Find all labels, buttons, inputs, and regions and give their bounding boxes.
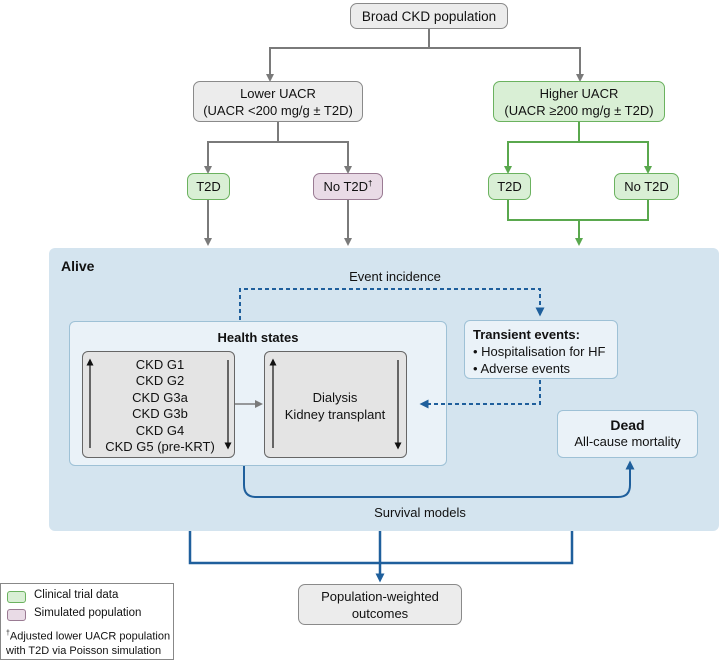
dagger-mark: † [368, 178, 373, 188]
lower-no-t2d-label: No T2D [323, 179, 369, 194]
alive-title: Alive [61, 258, 95, 274]
krt-box [264, 351, 407, 458]
higher-uacr-line2: (UACR ≥200 mg/g ± T2D) [504, 102, 654, 118]
lower-no-t2d-box: No T2D† [313, 173, 383, 200]
higher-uacr-line1: Higher UACR [539, 85, 619, 101]
broad-ckd-population-box: Broad CKD population [350, 3, 508, 29]
legend: Clinical trial data Simulated population… [0, 583, 174, 660]
ckd-stages-box [82, 351, 235, 458]
dead-box: Dead All-cause mortality [557, 410, 698, 458]
lower-uacr-line1: Lower UACR [240, 85, 316, 101]
transient-events-box: Transient events: • Hospitalisation for … [464, 320, 618, 379]
legend-dagger: † [6, 630, 10, 637]
dead-subtitle: All-cause mortality [574, 434, 681, 449]
legend-swatch-simulated [7, 609, 26, 621]
lower-t2d-box: T2D [187, 173, 230, 200]
transient-item-hf: • Hospitalisation for HF [473, 344, 606, 359]
legend-label-clinical: Clinical trial data [34, 589, 119, 601]
ckd-stage-g4: CKD G4 [135, 422, 185, 438]
lower-uacr-box: Lower UACR (UACR <200 mg/g ± T2D) [193, 81, 363, 122]
legend-label-simulated: Simulated population [34, 607, 142, 619]
transient-item-ae: • Adverse events [473, 361, 571, 376]
lower-uacr-line2: (UACR <200 mg/g ± T2D) [203, 102, 353, 118]
ckd-stage-g3a: CKD G3a [132, 389, 188, 405]
dead-title: Dead [610, 417, 645, 433]
transient-title: Transient events: [473, 327, 580, 342]
population-weighted-outcomes-box: Population-weighted outcomes [298, 584, 462, 625]
event-incidence-label: Event incidence [349, 269, 441, 284]
ckd-stage-g1: CKD G1 [135, 357, 185, 372]
higher-t2d-label: T2D [497, 179, 522, 194]
ckd-stage-g2: CKD G2 [135, 373, 185, 389]
legend-footnote-line1: Adjusted lower UACR population [9, 630, 171, 643]
higher-uacr-box: Higher UACR (UACR ≥200 mg/g ± T2D) [493, 81, 665, 122]
legend-footnote-line2: with T2D via Poisson simulation [6, 644, 162, 657]
outcome-line2: outcomes [351, 605, 409, 621]
krt-dialysis: Dialysis [312, 390, 358, 405]
ckd-stage-g3b: CKD G3b [132, 406, 188, 422]
higher-no-t2d-box: No T2D [614, 173, 679, 200]
higher-no-t2d-label: No T2D [624, 179, 669, 194]
outcome-line1: Population-weighted [321, 588, 439, 604]
lower-t2d-label: T2D [196, 179, 221, 194]
broad-ckd-population-label: Broad CKD population [361, 8, 497, 24]
krt-transplant: Kidney transplant [284, 407, 386, 422]
higher-t2d-box: T2D [488, 173, 531, 200]
krt-list: Dialysis Kidney transplant [280, 389, 390, 423]
survival-models-label: Survival models [374, 505, 466, 520]
legend-swatch-clinical [7, 591, 26, 603]
ckd-stage-g5: CKD G5 (pre-KRT) [105, 439, 215, 455]
ckd-stage-list: CKD G1 CKD G2 CKD G3a CKD G3b CKD G4 CKD… [94, 357, 226, 455]
health-states-title: Health states [217, 330, 299, 345]
legend-footnote: †Adjusted lower UACR population with T2D… [6, 627, 170, 658]
